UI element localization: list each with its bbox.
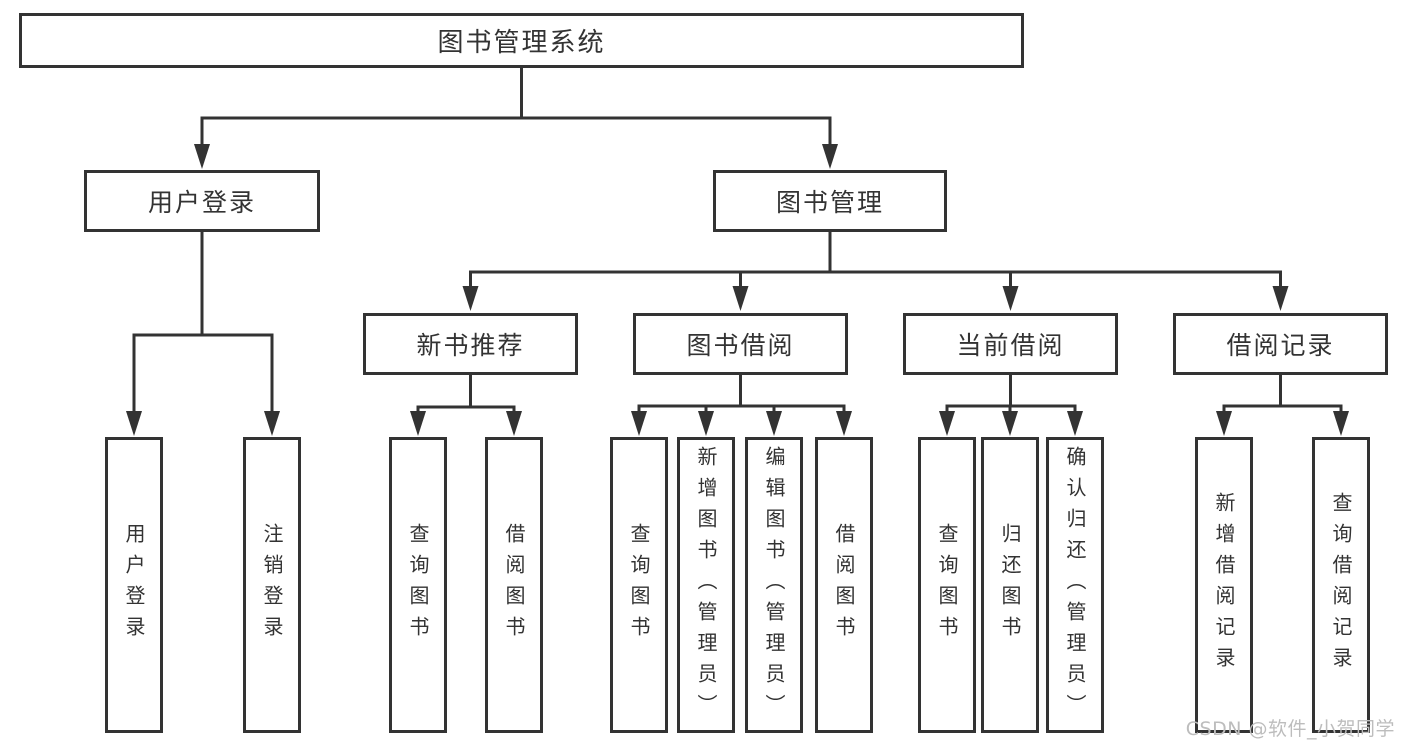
leaf-query-books-current: 查询图书	[918, 437, 976, 733]
leaf-edit-book-admin: 编辑图书（管理员）	[745, 437, 803, 733]
leaf-query-books-borrow: 查询图书	[610, 437, 668, 733]
leaf-confirm-return-admin: 确认归还（管理员）	[1046, 437, 1104, 733]
leaf-add-book-admin: 新增图书（管理员）	[677, 437, 735, 733]
watermark: CSDN @软件_小贺同学	[1185, 718, 1395, 740]
leaf-query-borrow-record: 查询借阅记录	[1312, 437, 1370, 733]
node-book-borrowing: 图书借阅	[633, 313, 848, 375]
node-root: 图书管理系统	[19, 13, 1024, 68]
leaf-borrow-books-borrow: 借阅图书	[815, 437, 873, 733]
node-borrowing-records: 借阅记录	[1173, 313, 1388, 375]
leaf-borrow-books-recommend: 借阅图书	[485, 437, 543, 733]
node-new-book-recommendation: 新书推荐	[363, 313, 578, 375]
node-book-management: 图书管理	[713, 170, 947, 232]
node-user-login: 用户登录	[84, 170, 320, 232]
leaf-query-books-recommend: 查询图书	[389, 437, 447, 733]
leaf-return-books: 归还图书	[981, 437, 1039, 733]
leaf-user-login: 用户登录	[105, 437, 163, 733]
leaf-add-borrow-record: 新增借阅记录	[1195, 437, 1253, 733]
node-current-borrowing: 当前借阅	[903, 313, 1118, 375]
leaf-logout: 注销登录	[243, 437, 301, 733]
